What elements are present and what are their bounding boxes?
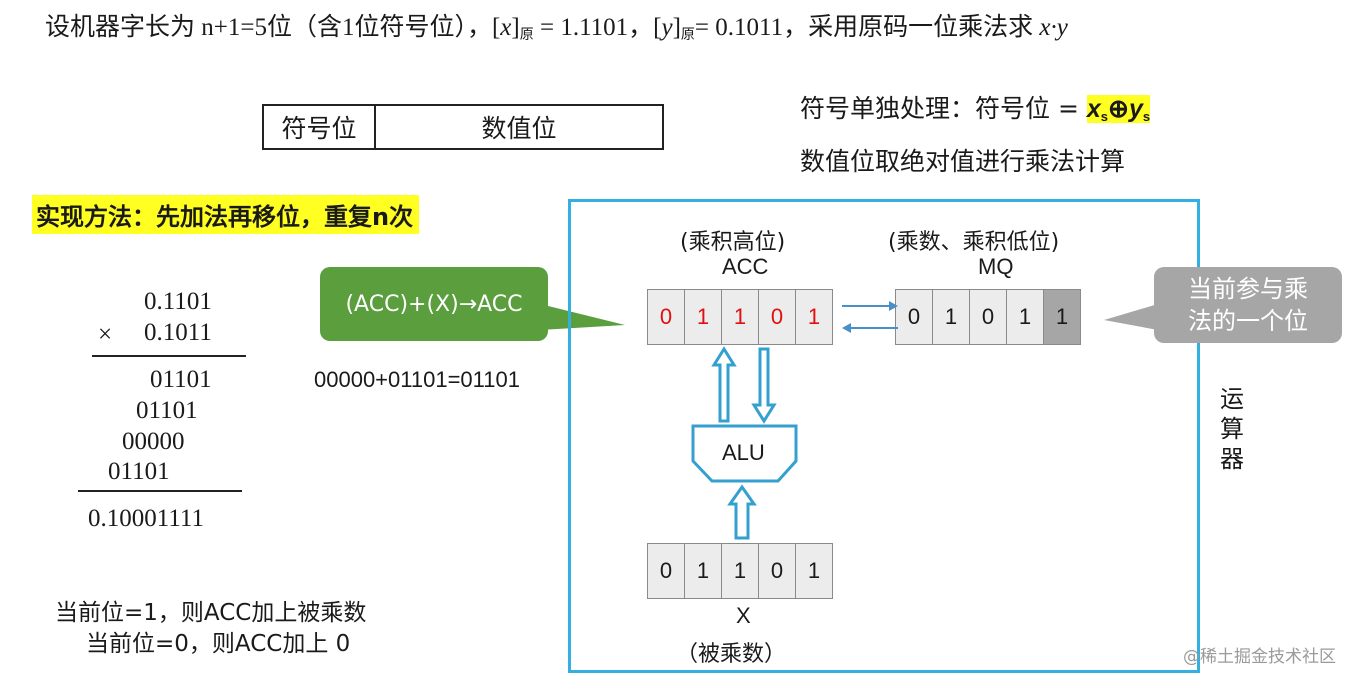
- mq-tip-line-2: 法的一个位: [1188, 307, 1308, 335]
- mq-caption: (乘数、乘积低位): [888, 230, 1060, 255]
- watermark: @稀土掘金技术社区: [1183, 647, 1336, 667]
- mq-current-bit: 1: [1043, 289, 1081, 345]
- unit-char-1: 运: [1220, 385, 1244, 413]
- product-expression: x·y: [1039, 14, 1068, 41]
- times-sign: ×: [98, 321, 113, 348]
- calc-rule-2: [78, 490, 242, 492]
- calc-rule-1: [92, 355, 246, 357]
- y-value: = 0.1011，: [694, 14, 809, 41]
- x-alu-arrow: [727, 484, 757, 540]
- acc-caption: (乘积高位): [680, 230, 786, 255]
- sign-note: 符号单独处理：符号位 = xs⊕ys: [800, 89, 1151, 125]
- acc-alu-arrows: [711, 346, 777, 424]
- mq-register: 0 1 0 1 1: [895, 289, 1081, 345]
- mq-callout-tail: [1104, 304, 1158, 330]
- partial-product-1: 01101: [150, 366, 212, 393]
- y-subscript: 原: [680, 28, 695, 43]
- mq-name: MQ: [978, 254, 1014, 279]
- x-variable: x: [500, 14, 512, 41]
- mq-tip-line-1: 当前参与乘: [1188, 275, 1308, 303]
- partial-product-2: 01101: [136, 397, 198, 424]
- multiplier: 0.1011: [144, 319, 212, 346]
- x-caption: （被乘数）: [676, 642, 787, 667]
- unit-char-3: 器: [1220, 445, 1244, 473]
- x-bracket-open: [: [491, 14, 501, 41]
- mq-bit: 1: [932, 289, 970, 345]
- sign-bit-cell: 符号位: [264, 106, 376, 148]
- partial-product-4: 01101: [108, 458, 170, 485]
- x-name: X: [736, 603, 751, 628]
- problem-statement: 设机器字长为 n+1=5位（含1位符号位），[x]原 = 1.1101，[y]原…: [45, 12, 1068, 52]
- sign-xor-formula: xs⊕ys: [1086, 95, 1151, 124]
- partial-product-3: 00000: [122, 428, 185, 455]
- acc-callout-tail: [540, 304, 625, 330]
- rule-line-1: 当前位=1，则ACC加上被乘数: [55, 600, 367, 626]
- value-note: 数值位取绝对值进行乘法计算: [800, 147, 1126, 176]
- y-bracket-close: ]: [672, 14, 681, 41]
- acc-bit: 1: [721, 289, 759, 345]
- xs-sub: s: [1100, 109, 1108, 124]
- x-bit: 0: [647, 543, 685, 599]
- xor-symbol: ⊕: [1107, 95, 1129, 123]
- x-register: 0 1 1 0 1: [647, 543, 833, 599]
- alu-label: ALU: [722, 440, 765, 465]
- rule-line-2: 当前位=0，则ACC加上 0: [86, 631, 351, 657]
- x-bit: 1: [684, 543, 722, 599]
- value-bits-cell: 数值位: [481, 114, 557, 143]
- field-layout-table: 符号位 数值位: [262, 104, 664, 150]
- y-variable: y: [661, 14, 673, 41]
- calc-result: 0.10001111: [88, 505, 204, 532]
- acc-bit: 1: [684, 289, 722, 345]
- x-subscript: 原: [519, 28, 534, 43]
- acc-bit: 0: [758, 289, 796, 345]
- mq-current-bit-callout: 当前参与乘法的一个位: [1154, 267, 1342, 343]
- acc-bit: 1: [795, 289, 833, 345]
- x-value: = 1.1101，: [533, 14, 654, 41]
- acc-mq-shift-arrows: [842, 301, 898, 333]
- arithmetic-unit-frame: [568, 199, 1200, 673]
- method-note: 实现方法：先加法再移位，重复n次: [32, 195, 420, 234]
- mq-bit: 0: [969, 289, 1007, 345]
- xs-var: x: [1086, 95, 1101, 123]
- acc-equation: 00000+01101=01101: [314, 367, 520, 392]
- x-bit: 1: [721, 543, 759, 599]
- ys-sub: s: [1142, 109, 1151, 124]
- x-bit: 0: [758, 543, 796, 599]
- unit-char-2: 算: [1220, 415, 1244, 443]
- acc-register: 0 1 1 0 1: [647, 289, 833, 345]
- mq-bit: 0: [895, 289, 933, 345]
- acc-bit: 0: [647, 289, 685, 345]
- acc-operation-callout: (ACC)+(X)→ACC: [320, 267, 548, 341]
- mq-bit: 1: [1006, 289, 1044, 345]
- title-suffix: 采用原码一位乘法求: [808, 14, 1040, 41]
- arithmetic-unit-label: 运 算 器: [1220, 384, 1250, 474]
- multiplicand: 0.1101: [144, 288, 212, 315]
- x-bracket-close: ]: [511, 14, 520, 41]
- x-bit: 1: [795, 543, 833, 599]
- title-prefix: 设机器字长为 n+1=5位（含1位符号位），: [45, 14, 492, 41]
- sign-note-text: 符号单独处理：符号位 =: [800, 94, 1087, 123]
- ys-var: y: [1128, 95, 1143, 123]
- y-bracket-open: [: [653, 14, 662, 41]
- alu-unit: [691, 424, 798, 483]
- acc-name: ACC: [722, 254, 769, 279]
